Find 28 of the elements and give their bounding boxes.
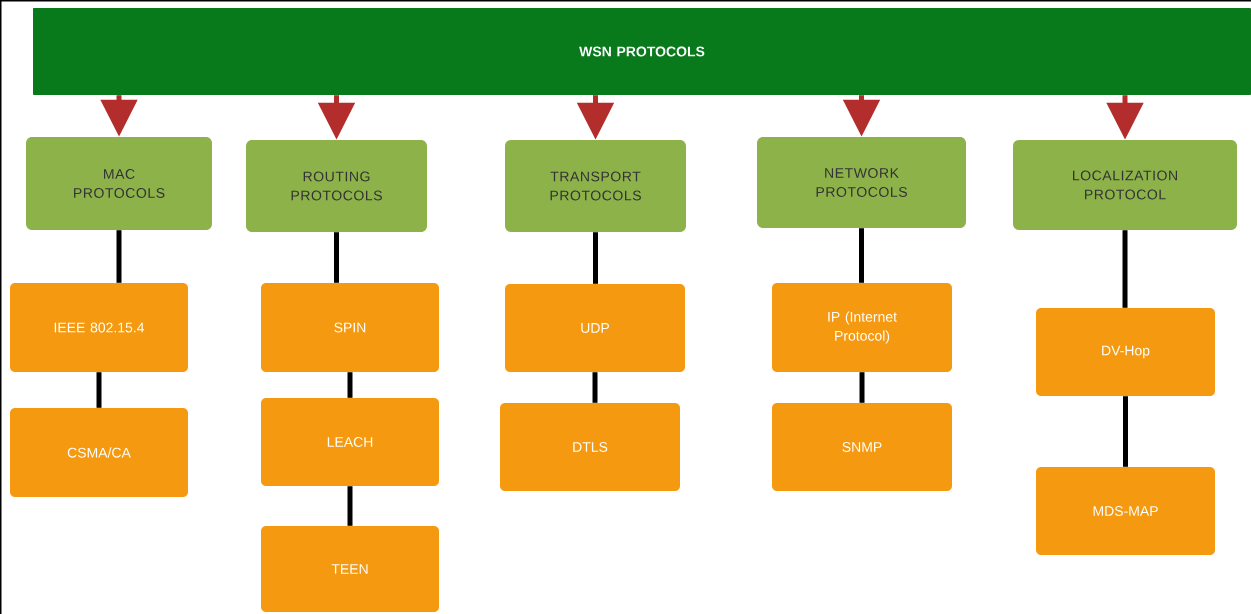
- category-box: NETWORK PROTOCOLS: [757, 137, 966, 228]
- protocol-box: DTLS: [500, 403, 680, 491]
- category-box: ROUTING PROTOCOLS: [246, 140, 427, 232]
- category-box: MAC PROTOCOLS: [26, 137, 212, 230]
- banner-bar: WSN PROTOCOLS: [33, 8, 1251, 95]
- connector-line: [1122, 230, 1128, 308]
- connector-line: [334, 232, 339, 283]
- connector-line: [347, 486, 353, 526]
- protocol-box: CSMA/CA: [10, 408, 188, 497]
- protocol-box: DV-Hop: [1036, 308, 1215, 396]
- protocol-box: UDP: [505, 284, 685, 372]
- protocol-box: SNMP: [772, 403, 952, 491]
- connector-line: [116, 230, 122, 283]
- category-box: LOCALIZATION PROTOCOL: [1013, 140, 1237, 230]
- connector-line: [859, 228, 864, 283]
- connector-line: [347, 372, 353, 398]
- protocol-box: LEACH: [261, 398, 439, 486]
- protocol-box: IEEE 802.15.4: [10, 283, 188, 372]
- protocol-box: TEEN: [261, 526, 439, 612]
- protocol-box: MDS-MAP: [1036, 467, 1215, 555]
- connector-line: [96, 372, 102, 408]
- category-box: TRANSPORT PROTOCOLS: [505, 140, 686, 232]
- protocol-box: IP (Internet Protocol): [772, 283, 952, 372]
- protocol-box: SPIN: [261, 283, 439, 372]
- connector-line: [1123, 396, 1128, 467]
- connector-line: [859, 372, 865, 403]
- connector-line: [592, 372, 598, 403]
- connector-line: [593, 232, 598, 284]
